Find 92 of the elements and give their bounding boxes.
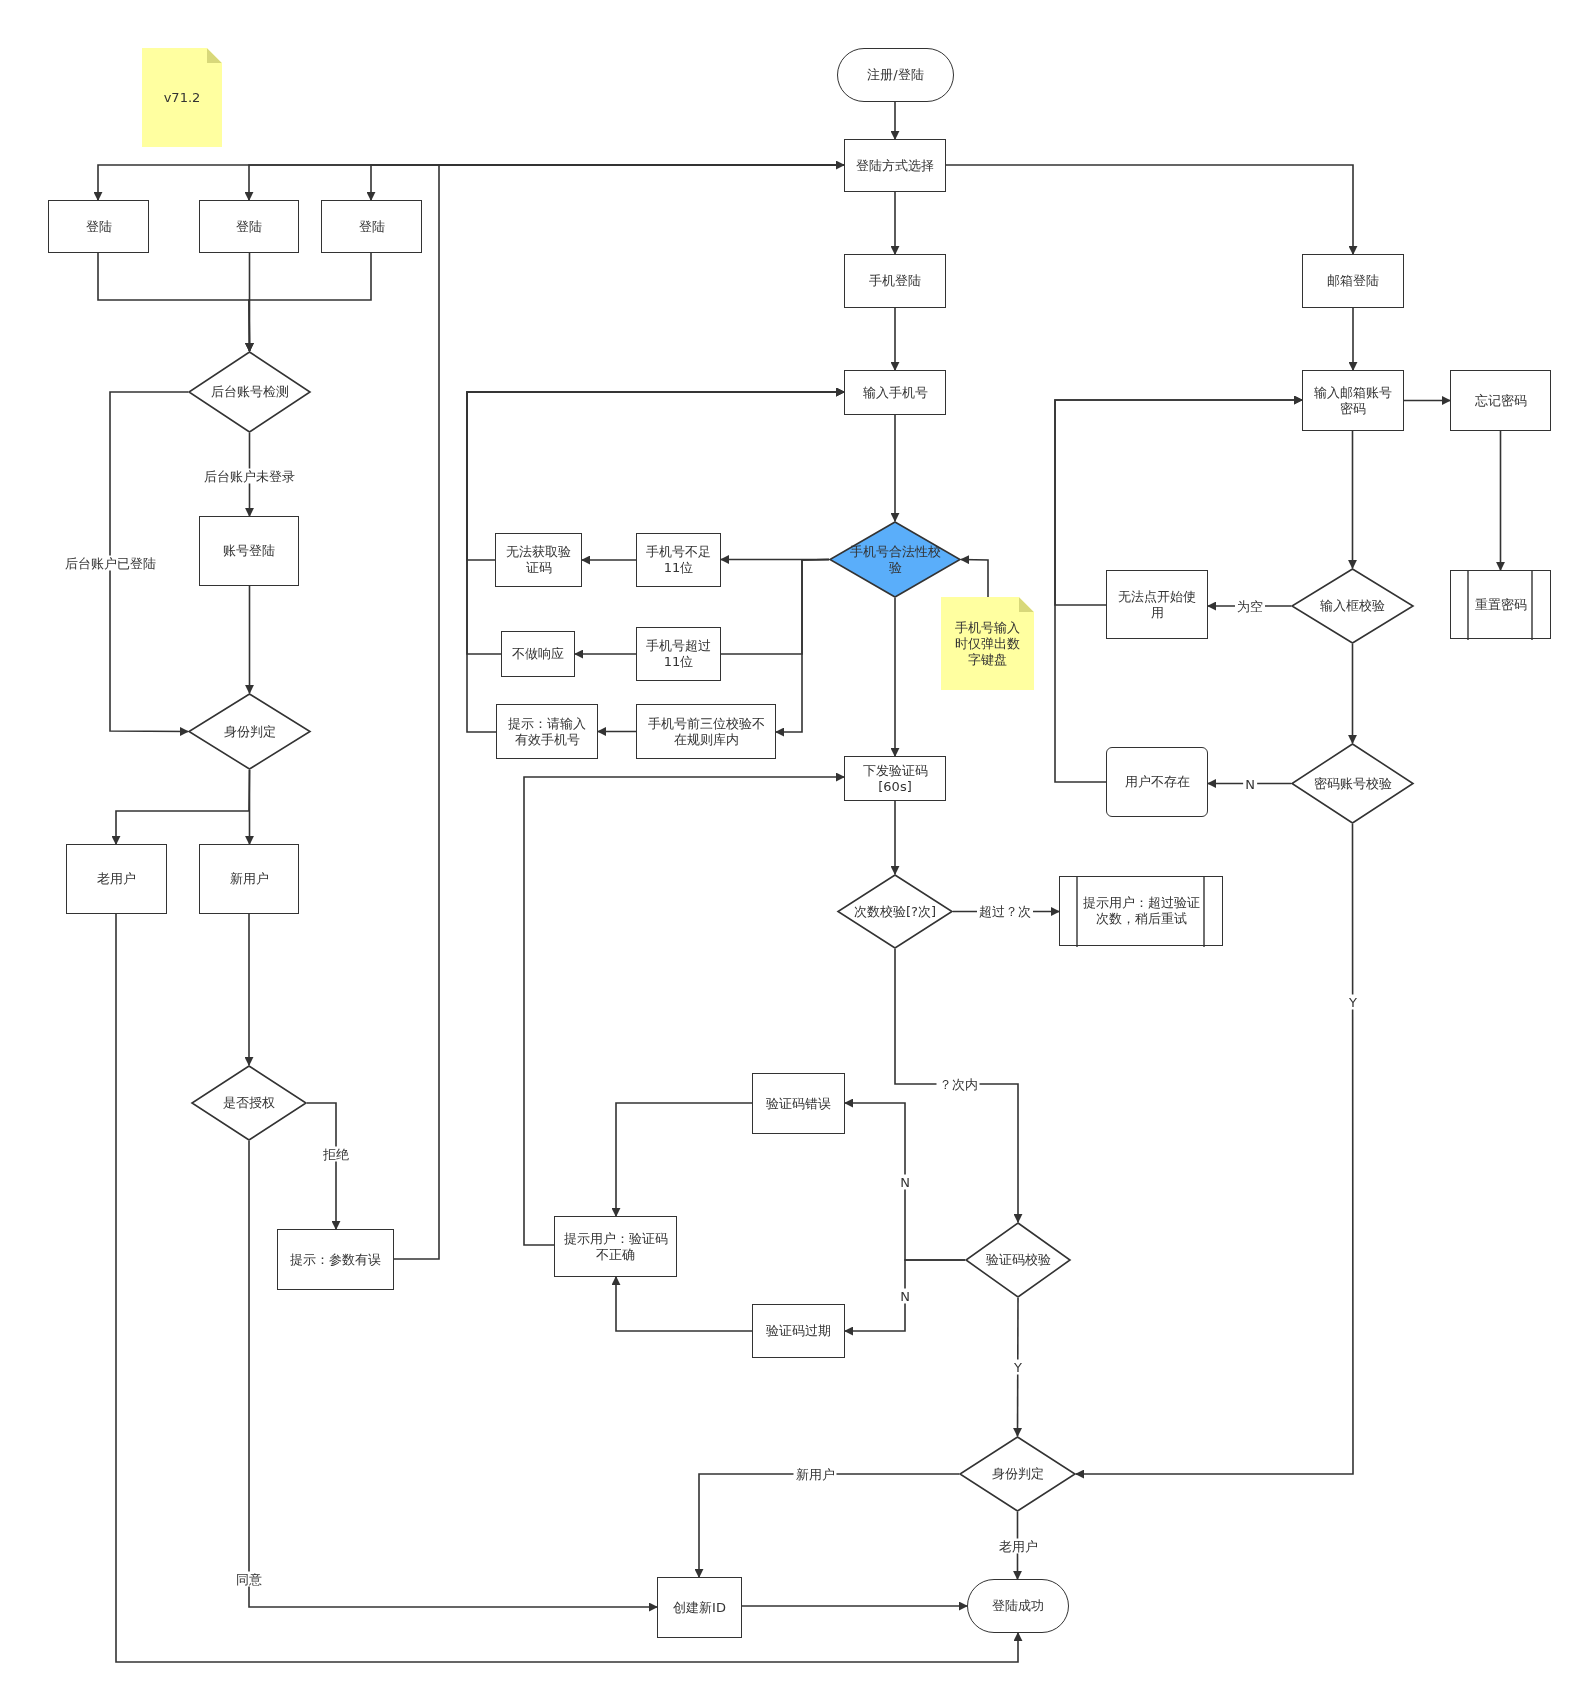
decision-diamond: 后台账号检测	[188, 351, 311, 433]
edge-label: N	[898, 1288, 912, 1304]
process-box: 账号登陆	[199, 516, 299, 586]
edge-label: ？次内	[936, 1076, 980, 1092]
process-box: 提示：参数有误	[277, 1229, 394, 1290]
decision-diamond: 密码账号校验	[1291, 743, 1414, 824]
process-box: 登陆方式选择	[844, 139, 946, 192]
edge-label: 同意	[234, 1571, 264, 1587]
edge-label: 为空	[1235, 598, 1265, 614]
decision-diamond: 是否授权	[191, 1065, 307, 1141]
arrow	[741, 1601, 968, 1611]
process-box: 提示用户：验证码不正确	[554, 1216, 677, 1277]
arrow	[890, 101, 900, 140]
arrow	[890, 307, 900, 371]
process-box: 手机号不足11位	[636, 533, 721, 587]
arrow	[393, 160, 845, 1260]
arrow	[1348, 430, 1357, 569]
process-box: 忘记密码	[1450, 370, 1551, 431]
arrow	[115, 913, 1023, 1663]
arrow	[109, 391, 189, 736]
arrow	[1496, 430, 1505, 571]
subprocess-box: 提示用户：超过验证次数，稍后重试	[1059, 876, 1223, 946]
edge-label: Y	[1012, 1359, 1024, 1375]
subprocess-box: 重置密码	[1450, 570, 1551, 639]
arrow	[574, 649, 637, 659]
process-box: 手机登陆	[844, 254, 946, 308]
process-box: 新用户	[199, 844, 299, 914]
arrow	[1348, 307, 1358, 371]
terminal-shape: 登陆成功	[967, 1579, 1069, 1633]
process-box: 邮箱登陆	[1302, 254, 1404, 308]
process-box: 无法点开始使用	[1106, 570, 1208, 639]
arrow	[306, 1102, 341, 1230]
process-box: 老用户	[66, 844, 167, 914]
process-box: 登陆	[321, 200, 422, 253]
process-box: 输入手机号	[844, 370, 946, 415]
process-box: 验证码过期	[752, 1304, 845, 1358]
decision-diamond: 身份判定	[188, 693, 311, 770]
arrow	[244, 252, 372, 352]
process-box: 手机号超过11位	[636, 627, 721, 681]
process-box: 登陆	[199, 200, 299, 253]
edge-label: 超过？次	[977, 903, 1033, 919]
arrow	[694, 1473, 960, 1578]
arrow	[894, 948, 1023, 1223]
arrow	[1348, 643, 1357, 744]
arrow	[597, 727, 637, 736]
edge-label: 新用户	[793, 1466, 837, 1482]
decision-diamond: 次数校验[?次]	[837, 874, 953, 949]
arrow	[890, 800, 900, 875]
arrow	[466, 387, 845, 733]
edge-label: N	[898, 1174, 912, 1190]
arrow	[890, 597, 900, 757]
arrow	[945, 164, 1358, 255]
edge-label: 后台账户未登录	[201, 468, 297, 484]
process-box: 下发验证码[60s]	[844, 756, 946, 801]
edge-label: 后台账户已登陆	[62, 555, 158, 571]
arrow	[960, 555, 989, 598]
decision-diamond: 验证码校验	[965, 1222, 1071, 1298]
process-box: 登陆	[48, 200, 149, 253]
process-box: 提示：请输入有效手机号	[496, 704, 598, 759]
arrow	[248, 1140, 658, 1612]
arrow	[890, 414, 900, 522]
arrow	[1013, 1297, 1023, 1437]
edge-label: 老用户	[996, 1538, 1040, 1554]
terminal-shape: 注册/登陆	[837, 48, 954, 102]
sticky-note: 手机号输入时仅弹出数字键盘	[941, 597, 1034, 690]
process-box: 输入邮箱账号密码	[1302, 370, 1404, 431]
decision-diamond: 手机号合法性校验	[829, 521, 961, 598]
arrow	[581, 555, 637, 565]
arrow	[244, 913, 254, 1066]
arrow	[245, 585, 254, 694]
process-box: 无法获取验证码	[495, 533, 582, 587]
arrow	[611, 1102, 753, 1217]
rounded-box: 用户不存在	[1106, 747, 1208, 817]
decision-diamond: 身份判定	[959, 1436, 1076, 1512]
arrow	[611, 1276, 753, 1332]
edge-label: Y	[1347, 994, 1359, 1010]
process-box: 验证码错误	[752, 1073, 845, 1134]
process-box: 不做响应	[501, 631, 575, 677]
edge-label: 拒绝	[321, 1146, 351, 1162]
process-box: 手机号前三位校验不在规则库内	[636, 704, 776, 759]
process-box: 创建新ID	[657, 1577, 742, 1638]
decision-diamond: 输入框校验	[1291, 568, 1414, 644]
arrow	[245, 769, 254, 845]
arrow	[523, 772, 845, 1246]
arrow	[1075, 823, 1354, 1479]
arrow	[844, 1259, 966, 1336]
sticky-note: v71.2	[142, 48, 222, 147]
arrow	[1054, 395, 1303, 783]
arrow	[1207, 779, 1292, 788]
arrow	[890, 191, 900, 255]
arrow	[1403, 396, 1451, 405]
arrow	[775, 558, 830, 737]
